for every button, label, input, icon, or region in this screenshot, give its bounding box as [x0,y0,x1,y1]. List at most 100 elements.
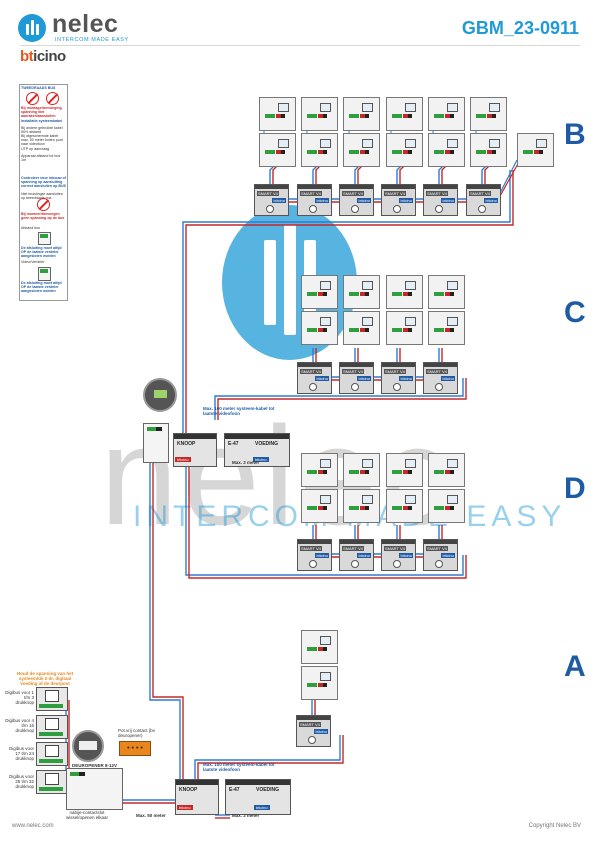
video-panel [470,97,507,131]
bus-wire [188,465,467,579]
relay-note: Pot.vrij contact (bv deuropener) [118,728,156,738]
bus-wire [498,159,521,199]
legend-title: TWEEDRAADS BUS [21,86,56,90]
legend-line: Installatie systeemkabel [21,119,63,123]
cable-length-note: Max. 100 meter systeem-kabel tot laatste… [203,762,275,772]
legend-line: De afsluiting moet altijd OP de laatste … [21,246,62,258]
relay-module: ● ● ● ● [119,741,151,756]
legend-line: Afstand bus [21,226,40,230]
bus-wire [498,159,518,196]
video-panel [343,275,380,309]
terminal-icon [38,232,51,245]
legend-line: Bij andere gebruikte kabel 50% afstand [21,126,63,134]
video-panel [343,97,380,131]
video-panel [343,489,380,523]
video-panel [259,133,296,167]
video-panel [259,97,296,131]
footer-copyright: Copyright Nelec BV [528,823,581,829]
brand-tagline: INTERCOM MADE EASY [55,37,129,43]
video-panel [428,97,465,131]
keypad-caption: Digibus voor 25 t/m 32 drukknop [8,774,34,789]
bticino-logo: bticino [20,48,66,65]
video-panel [428,275,465,309]
entrance-keypad-module [36,687,68,711]
section-label-c: C [564,296,586,329]
keypad-caption: Digibus voor 17 t/m 24 drukknop [8,746,34,761]
bus-wire [152,462,184,780]
legend-line: Controleer voor inbouw of spanning op aa… [21,176,66,188]
entrance-keypad-module [36,742,68,766]
bus-wire [182,170,511,435]
video-panel [386,133,423,167]
wire-length-note: Max. 2 meter [232,460,260,465]
no-symbol-icon [26,92,39,105]
video-panel [301,275,338,309]
entrance-controller [66,768,123,810]
bus-wire [357,164,364,184]
bus-wire [197,735,344,779]
video-panel [428,133,465,167]
video-panel [386,97,423,131]
legend-line: Niet kruislingse aansluiten op tweedraad… [21,192,63,200]
wire-length-note: Max. 2 meter [232,813,260,818]
bus-wire [399,164,406,184]
interface-module [143,423,169,463]
video-panel [428,453,465,487]
brand-name: nelec [52,10,119,38]
video-panel [428,311,465,345]
video-panel [386,311,423,345]
bus-wire [217,378,467,420]
entrance-keypad-module [36,770,68,794]
video-panel [301,97,338,131]
bus-wire [149,462,181,780]
bus-wire [441,164,448,184]
header-divider [20,45,580,46]
keypad-caption: Digibus voor 1 t/m 3 drukknop [5,690,34,705]
video-panel [301,133,338,167]
max-distance-note: Max. 50 meter [136,813,166,818]
entrance-warning-note: Houd de spanning van het systeem/de 2-dr… [16,671,74,686]
legend-line: Apparaat afstand tot bus 1m [21,154,61,162]
legend-line: UTP op aanvraag [21,147,50,151]
bus-wire [185,465,464,576]
document-id: GBM_23-0911 [461,18,579,38]
video-panel [301,666,338,700]
video-panel [301,311,338,345]
terminal-icon [38,267,51,281]
video-panel [343,311,380,345]
nelec-logo-icon [18,14,46,42]
legend-box: TWEEDRAADS BUS Bij montage/toevoeging sp… [19,84,68,301]
video-panel [386,453,423,487]
section-label-d: D [564,472,586,505]
video-panel [301,489,338,523]
entrance-bottom-note: nabije-contactslot wissel/openen elkaar [65,810,109,820]
entrance-keypad-module [36,715,68,739]
video-panel [386,275,423,309]
video-panel [517,133,554,167]
bus-wire [214,378,464,420]
bus-wire [185,170,514,435]
keypad-caption: Digibus voor 4 t/m 16 drukknop [5,718,34,733]
deuropener-label: DEUROPENER 8-12V [72,763,118,768]
video-panel [470,133,507,167]
video-panel [343,133,380,167]
video-panel [301,453,338,487]
video-panel [428,489,465,523]
bus-wire [272,164,279,184]
cable-length-note: Max. 100 meter systeem-kabel tot laatste… [203,406,275,416]
bus-wire [194,735,341,779]
legend-line: De afsluiting moet altijd OP de laatste … [21,281,62,293]
